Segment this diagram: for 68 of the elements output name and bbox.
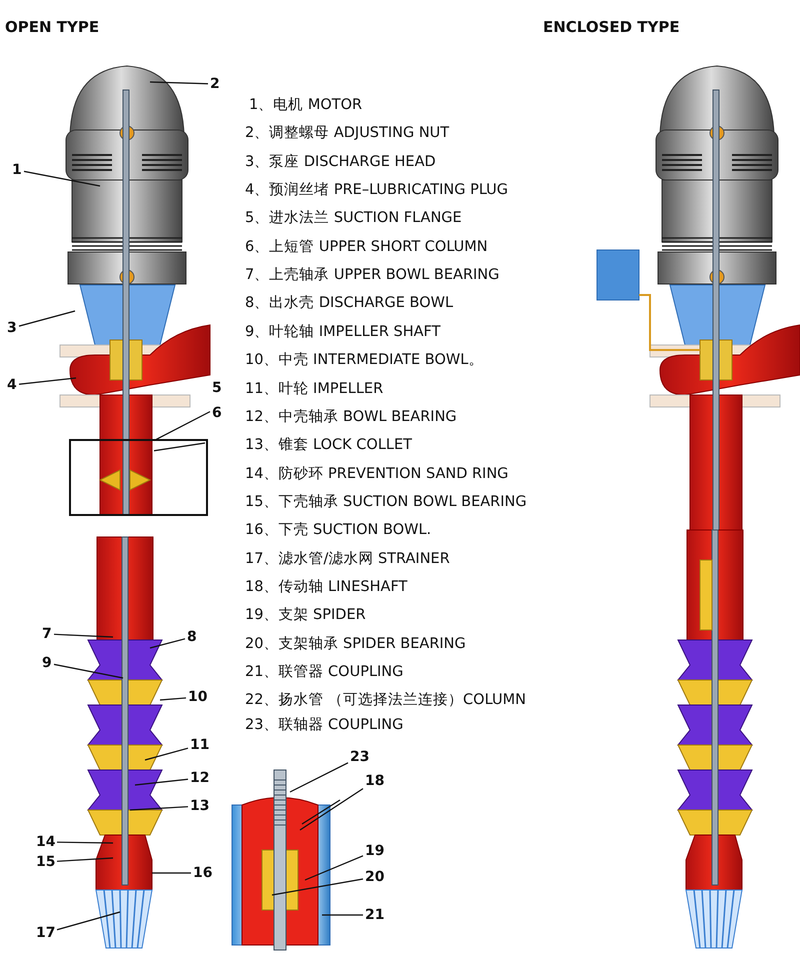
callout-number: 7 <box>42 626 52 642</box>
part-list-item: 7、上壳轴承 UPPER BOWL BEARING <box>245 266 500 284</box>
leader-line <box>300 788 364 830</box>
callout-number: 13 <box>190 798 210 814</box>
leader-line <box>150 81 208 84</box>
leader-line <box>56 911 120 930</box>
leader-line <box>272 878 364 896</box>
leader-line <box>54 634 114 638</box>
callout-number: 19 <box>365 843 384 859</box>
leader-line <box>152 872 191 874</box>
part-list-item: 12、中壳轴承 BOWL BEARING <box>245 408 457 426</box>
callout-number: 1 <box>12 162 22 178</box>
callout-number: 6 <box>212 405 222 421</box>
part-list-item: 9、叶轮轴 IMPELLER SHAFT <box>245 322 440 341</box>
part-list-item: 14、防砂环 PREVENTION SAND RING <box>245 464 508 483</box>
leader-line <box>150 638 186 649</box>
title-heading: OPEN TYPE <box>5 18 100 36</box>
part-list-item: 23、联轴器 COUPLING <box>245 716 404 734</box>
part-list-item: 16、下壳 SUCTION BOWL. <box>245 521 432 540</box>
leader-line <box>24 170 100 187</box>
part-list-item: 17、滤水管/滤水网 STRAINER <box>245 550 450 568</box>
leader-line <box>144 748 188 761</box>
leader-line <box>134 778 188 786</box>
part-list-item: 5、进水法兰 SUCTION FLANGE <box>245 209 462 228</box>
callout-number: 21 <box>365 907 384 923</box>
part-list-item: 10、中壳 INTERMEDIATE BOWL。 <box>245 351 484 370</box>
part-list-item: 11、叶轮 IMPELLER <box>245 380 384 398</box>
callout-number: 12 <box>190 770 210 786</box>
callout-number: 5 <box>212 380 222 396</box>
part-list-item: 2、调整螺母 ADJUSTING NUT <box>245 124 450 142</box>
part-list-item: 3、泵座 DISCHARGE HEAD <box>245 152 436 171</box>
leader-line <box>290 762 348 793</box>
callout-number: 2 <box>210 76 220 92</box>
part-list-item: 13、锥套 LOCK COLLET <box>245 436 412 454</box>
callout-number: 23 <box>350 749 370 765</box>
part-list-item: 21、联管器 COUPLING <box>245 663 404 681</box>
callout-number: 3 <box>7 320 17 336</box>
part-list-item: 18、传动轴 LINESHAFT <box>245 578 408 596</box>
part-list-item: 6、上短管 UPPER SHORT COLUMN <box>245 238 488 256</box>
callout-number: 20 <box>365 869 384 885</box>
leader-line <box>18 377 76 385</box>
callout-number: 15 <box>36 854 56 870</box>
callout-number: 11 <box>190 737 210 753</box>
part-list-item: 15、下壳轴承 SUCTION BOWL BEARING <box>245 492 527 511</box>
callout-number: 9 <box>42 655 52 671</box>
part-list-item: 4、预润丝堵 PRE–LUBRICATING PLUG <box>245 181 508 200</box>
leader-line <box>154 411 210 442</box>
leader-line <box>54 664 124 679</box>
callout-number: 16 <box>193 865 212 881</box>
part-list-item: 1、电机 MOTOR <box>249 96 362 114</box>
callout-number: 18 <box>365 773 384 789</box>
leader-line <box>304 855 364 881</box>
part-list-item: 8、出水壳 DISCHARGE BOWL <box>245 294 454 312</box>
leader-line <box>322 914 363 916</box>
callout-number: 8 <box>187 629 197 645</box>
callout-number: 14 <box>36 834 56 850</box>
leader-line <box>56 857 114 862</box>
leader-line <box>57 842 113 844</box>
callout-number: 17 <box>36 925 56 941</box>
leader-line <box>130 806 188 811</box>
leader-line <box>160 697 186 701</box>
part-list-item: 22、扬水管 （可选择法兰连接）COLUMN <box>245 691 526 710</box>
part-list-item: 20、支架轴承 SPIDER BEARING <box>245 634 466 653</box>
title-heading: ENCLOSED TYPE <box>543 18 680 36</box>
leader-line <box>18 310 76 327</box>
callout-number: 4 <box>7 377 17 393</box>
part-list-item: 19、支架 SPIDER <box>245 606 366 624</box>
callout-number: 10 <box>188 689 208 705</box>
